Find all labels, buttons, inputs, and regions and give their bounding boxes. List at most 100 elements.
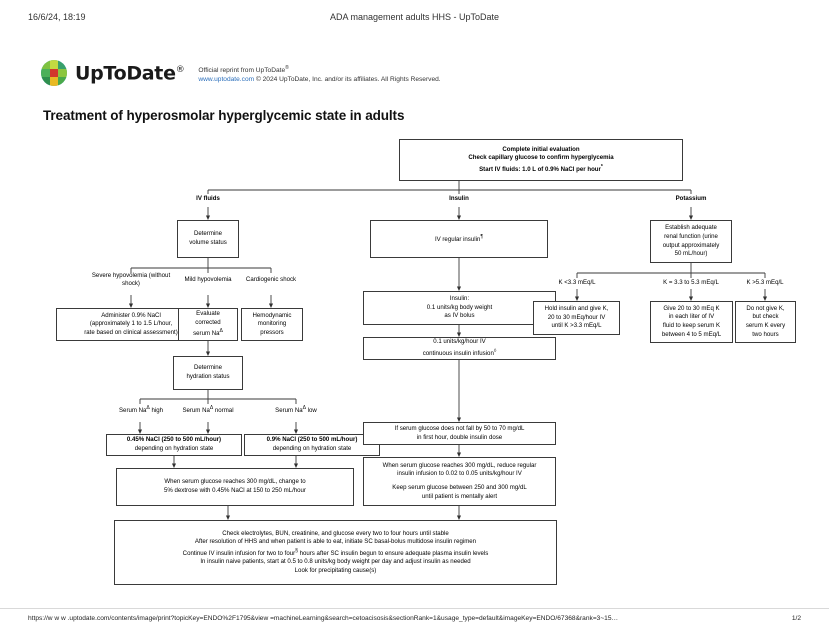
node-establish-renal-function[interactable]: Establish adequate renal function (urine…: [650, 220, 732, 263]
no-k-line-4: two hours: [752, 330, 779, 338]
determine-hydration-line-1: Determine: [193, 364, 223, 372]
footer-page-number: 1/2: [791, 615, 801, 622]
hold-insulin-line-2: 20 to 30 mEq/hour IV: [547, 313, 606, 321]
reprint-notice: Official reprint from UpToDate® www.upto…: [198, 60, 440, 84]
node-normal-saline-low-na[interactable]: 0.9% NaCl (250 to 500 mL/hour) depending…: [244, 434, 380, 456]
branch-label-k-high: K >5.3 mEq/L: [746, 279, 784, 286]
normal-saline-line-2: depending on hydration state: [272, 445, 352, 452]
renal-function-line-4: 50 mL/hour): [674, 250, 708, 258]
flowchart-connectors: [128, 181, 768, 520]
footnote-asterisk-icon: *: [600, 163, 603, 170]
uptodate-logo-icon: [41, 60, 67, 86]
hemodynamic-line-1: Hemodynamic: [252, 311, 292, 319]
hold-insulin-line-1: Hold insulin and give K,: [544, 305, 609, 313]
iv-regular-insulin-text: IV regular insulin¶: [434, 234, 484, 244]
no-k-line-2: but check: [752, 313, 779, 321]
reprint-line-2: www.uptodate.com © 2024 UpToDate, Inc. a…: [198, 75, 440, 84]
dextrose-line-1: When serum glucose reaches 300 mg/dL, ch…: [164, 478, 306, 486]
footnote-pilcrow-icon: ¶: [480, 234, 484, 241]
hold-insulin-line-3: until K >3.3 mEq/L: [551, 322, 602, 330]
node-do-not-give-potassium[interactable]: Do not give K, but check serum K every t…: [735, 301, 796, 343]
give-k-line-1: Give 20 to 30 mEq K: [663, 304, 720, 312]
node-hold-insulin-give-potassium[interactable]: Hold insulin and give K, 20 to 30 mEq/ho…: [533, 301, 620, 335]
brand-block: UpToDate® Official reprint from UpToDate…: [41, 60, 441, 86]
evaluate-na-line-1: Evaluate: [196, 310, 220, 318]
branch-label-insulin: Insulin: [449, 195, 469, 202]
node-insulin-infusion[interactable]: 0.1 units/kg/hour IV continuous insulin …: [363, 337, 556, 360]
summary-line-4: In insulin naive patients, start at 0.5 …: [200, 558, 471, 566]
double-dose-line-1: If serum glucose does not fall by 50 to …: [394, 424, 525, 432]
print-date: 16/6/24, 18:19: [28, 12, 86, 22]
copyright-text: © 2024 UpToDate, Inc. and/or its affilia…: [254, 76, 441, 84]
reduce-insulin-line-2: insulin infusion to 0.02 to 0.05 units/k…: [397, 470, 522, 478]
footnote-delta-icon: Δ: [146, 405, 150, 411]
summary-line-1: Check electrolytes, BUN, creatinine, and…: [222, 529, 449, 537]
summary-line-2: After resolution of HHS and when patient…: [194, 538, 477, 546]
node-hemodynamic-monitoring[interactable]: Hemodynamic monitoring pressors: [241, 308, 303, 341]
node-determine-volume-status[interactable]: Determine volume status: [177, 220, 239, 258]
node-reduce-insulin-infusion[interactable]: When serum glucose reaches 300 mg/dL, re…: [363, 457, 556, 506]
node-initial-evaluation[interactable]: Complete initial evaluation Check capill…: [399, 139, 683, 181]
reprint-line-1: Official reprint from UpToDate®: [198, 64, 440, 75]
evaluate-na-line-2: corrected: [195, 318, 221, 326]
reduce-insulin-line-1: When serum glucose reaches 300 mg/dL, re…: [382, 461, 537, 469]
double-dose-line-2: in first hour, double insulin dose: [416, 433, 503, 441]
give-k-line-4: between 4 to 5 mEq/L: [661, 330, 722, 338]
wordmark-registered-icon: ®: [175, 65, 185, 75]
insulin-infusion-line-1: 0.1 units/kg/hour IV: [433, 338, 486, 346]
branch-label-mild-hypovolemia: Mild hypovolemia: [184, 276, 232, 283]
give-k-line-2: in each liter of IV: [668, 313, 715, 321]
node-evaluate-corrected-sodium[interactable]: Evaluate corrected serum NaΔ: [178, 308, 238, 341]
determine-volume-line-1: Determine: [193, 230, 223, 238]
administer-saline-line-2: (approximately 1 to 1.5 L/hour,: [89, 320, 173, 328]
renal-function-line-3: output approximately: [662, 241, 720, 249]
node-ongoing-management-summary[interactable]: Check electrolytes, BUN, creatinine, and…: [114, 520, 557, 585]
footnote-section-icon: §: [295, 547, 298, 554]
renal-function-line-1: Establish adequate: [665, 224, 717, 232]
branch-label-serum-na-high: Serum NaΔ high: [118, 405, 163, 415]
uptodate-url-link[interactable]: www.uptodate.com: [198, 76, 255, 84]
page-title: Treatment of hyperosmolar hyperglycemic …: [43, 108, 405, 123]
node-half-normal-saline[interactable]: 0.45% NaCl (250 to 500 mL/hour) dependin…: [106, 434, 242, 456]
node-double-insulin-dose[interactable]: If serum glucose does not fall by 50 to …: [363, 422, 556, 445]
branch-label-severe-hypovolemia: Severe hypovolemia (without shock): [91, 272, 171, 288]
determine-hydration-line-2: hydration status: [186, 373, 230, 380]
dextrose-line-2: 5% dextrose with 0.45% NaCl at 150 to 25…: [164, 487, 306, 494]
reprint-text: Official reprint from UpToDate: [198, 67, 286, 75]
node-insulin-bolus[interactable]: Insulin: 0.1 units/kg body weight as IV …: [363, 291, 556, 325]
administer-saline-line-3: rate based on clinical assessment): [84, 328, 178, 336]
print-document-title: ADA management adults HHS - UpToDate: [329, 12, 500, 22]
footnote-delta-icon: Δ: [302, 405, 306, 411]
footnote-lozenge-icon: ◊: [493, 347, 497, 354]
initial-eval-line-3: Start IV fluids: 1.0 L of 0.9% NaCl per …: [479, 163, 603, 173]
evaluate-na-line-3: serum NaΔ: [193, 328, 223, 338]
no-k-line-3: serum K every: [745, 322, 786, 329]
normal-saline-line-1: 0.9% NaCl (250 to 500 mL/hour): [266, 436, 358, 444]
uptodate-wordmark: UpToDate®: [75, 60, 185, 85]
branch-label-k-normal: K = 3.3 to 5.3 mEq/L: [663, 279, 719, 286]
insulin-bolus-line-1: Insulin:: [449, 295, 470, 303]
reduce-insulin-line-4: until patient is mentally alert: [421, 492, 498, 500]
footnote-delta-icon: Δ: [209, 405, 214, 411]
footer-divider: [0, 608, 829, 609]
branch-label-serum-na-low: Serum NaΔ low: [275, 405, 317, 415]
footer-url[interactable]: https://w w w .uptodate.com/contents/ima…: [28, 615, 619, 622]
no-k-line-1: Do not give K,: [746, 304, 785, 312]
reprint-registered-icon: ®: [285, 65, 289, 71]
branch-label-iv-fluids: IV fluids: [196, 195, 220, 202]
node-give-potassium-per-liter[interactable]: Give 20 to 30 mEq K in each liter of IV …: [650, 301, 733, 343]
insulin-bolus-line-3: as IV bolus: [444, 312, 475, 320]
initial-eval-line-2: Check capillary glucose to confirm hyper…: [468, 154, 614, 162]
branch-label-potassium: Potassium: [675, 195, 707, 202]
node-iv-regular-insulin[interactable]: IV regular insulin¶: [370, 220, 548, 258]
hemodynamic-line-3: pressors: [260, 328, 284, 336]
node-dextrose-transition[interactable]: When serum glucose reaches 300 mg/dL, ch…: [116, 468, 354, 506]
wordmark-text: UpToDate: [75, 62, 176, 85]
node-determine-hydration-status[interactable]: Determine hydration status: [173, 356, 243, 390]
insulin-infusion-line-2: continuous insulin infusion◊: [422, 347, 497, 358]
half-saline-line-1: 0.45% NaCl (250 to 500 mL/hour): [126, 436, 222, 444]
summary-line-3: Continue IV insulin infusion for two to …: [182, 547, 489, 557]
administer-saline-line-1: Administer 0.9% NaCl: [101, 311, 161, 319]
reduce-insulin-line-3: Keep serum glucose between 250 and 300 m…: [392, 484, 527, 491]
